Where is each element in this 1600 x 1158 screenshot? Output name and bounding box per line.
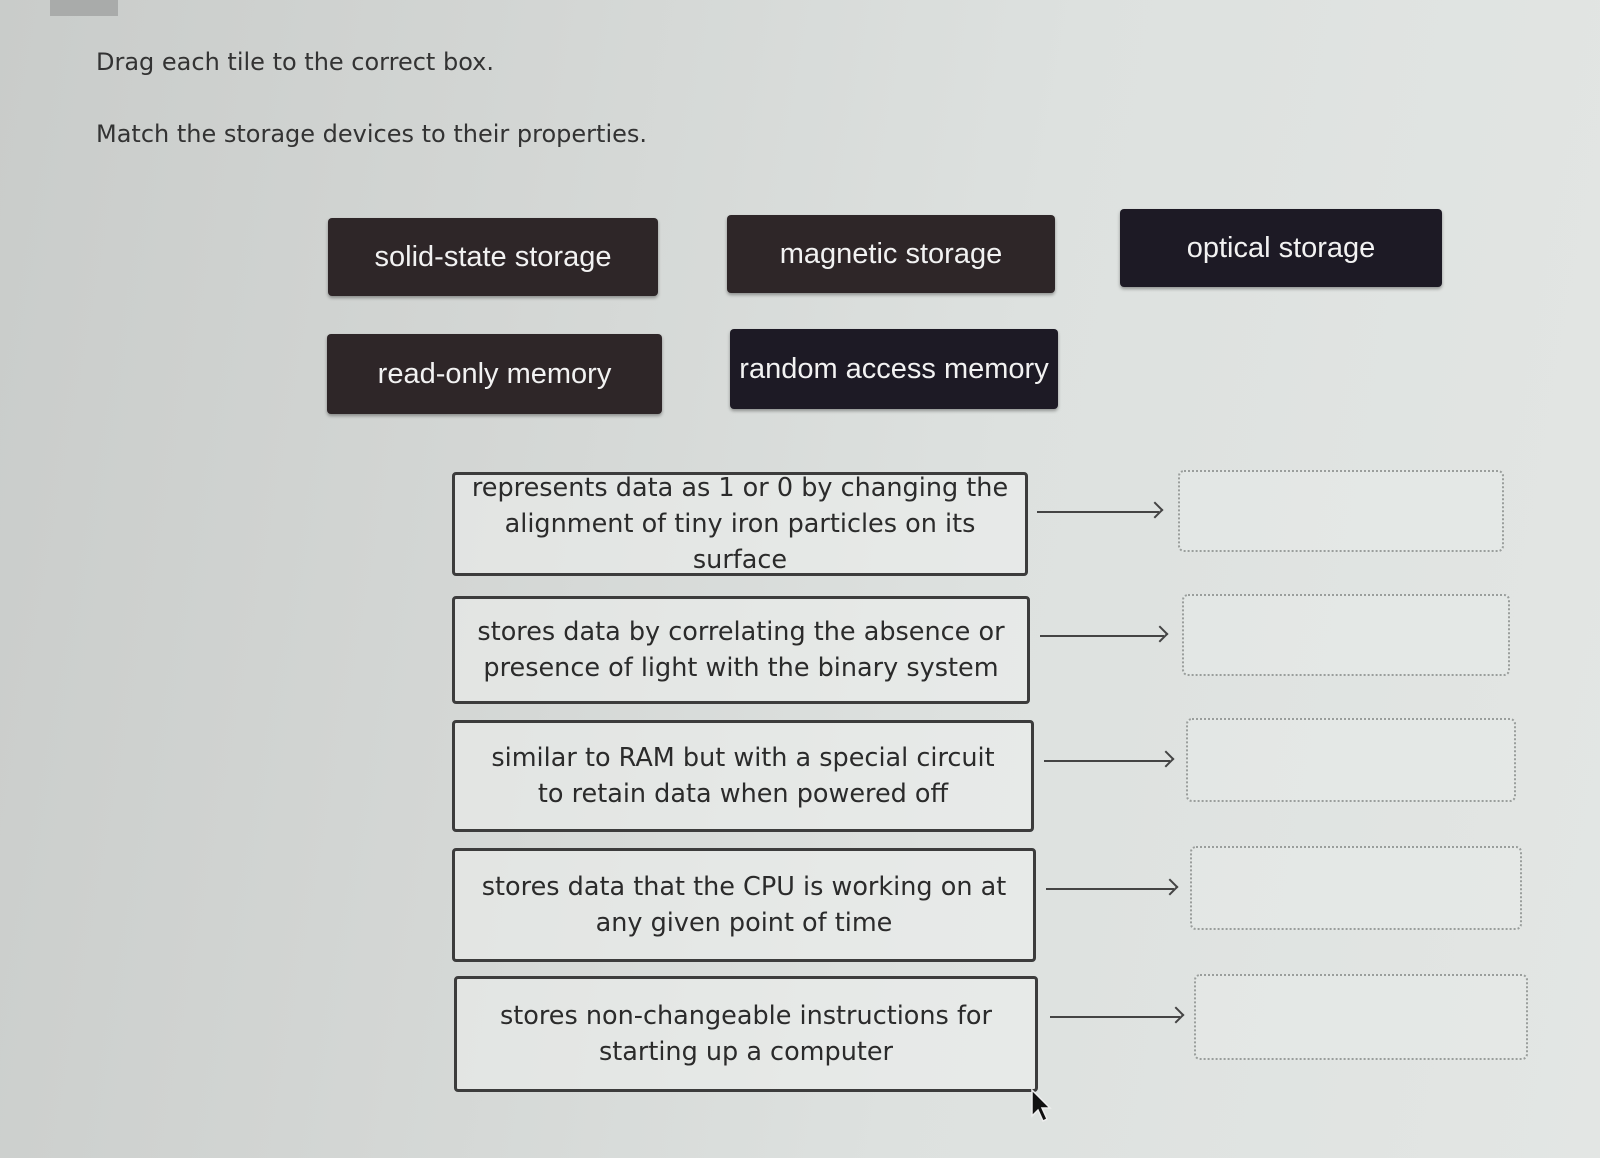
instruction-match: Match the storage devices to their prope… (96, 120, 648, 148)
right-arrow-icon (1046, 878, 1179, 896)
right-arrow-icon (1040, 625, 1169, 643)
tile-magnetic-storage[interactable]: magnetic storage (727, 215, 1055, 293)
property-box-1: represents data as 1 or 0 by changing th… (452, 472, 1028, 576)
mouse-pointer-icon (1030, 1088, 1054, 1124)
instruction-drag: Drag each tile to the correct box. (96, 48, 494, 76)
property-box-3: similar to RAM but with a special circui… (452, 720, 1034, 832)
property-box-5: stores non-changeable instructions for s… (454, 976, 1038, 1092)
property-text-line: to retain data when powered off (537, 779, 949, 809)
tile-random-access-memory[interactable]: random access memory (730, 329, 1058, 409)
drop-box-5[interactable] (1194, 974, 1528, 1060)
top-strip (50, 0, 118, 16)
property-text-line: stores data that the CPU is working on a… (481, 872, 1007, 902)
property-text-line: any given point of time (595, 908, 893, 938)
property-text-line: stores non-changeable instructions for (499, 1001, 993, 1031)
right-arrow-icon (1050, 1006, 1185, 1024)
drop-box-3[interactable] (1186, 718, 1516, 802)
drop-box-2[interactable] (1182, 594, 1510, 676)
property-box-4: stores data that the CPU is working on a… (452, 848, 1036, 962)
tile-solid-state-storage[interactable]: solid-state storage (328, 218, 658, 296)
drop-box-1[interactable] (1178, 470, 1504, 552)
property-text-line: similar to RAM but with a special circui… (491, 743, 995, 773)
property-text-line: presence of light with the binary system (483, 653, 999, 683)
tile-optical-storage[interactable]: optical storage (1120, 209, 1442, 287)
property-box-2: stores data by correlating the absence o… (452, 596, 1030, 704)
property-text-line: represents data as 1 or 0 by changing th… (471, 473, 1009, 503)
tile-read-only-memory[interactable]: read-only memory (327, 334, 662, 414)
property-text-line: stores data by correlating the absence o… (477, 617, 1005, 647)
property-text-line: starting up a computer (598, 1037, 894, 1067)
right-arrow-icon (1044, 750, 1175, 768)
right-arrow-icon (1037, 501, 1164, 519)
drop-box-4[interactable] (1190, 846, 1522, 930)
property-text-line: alignment of tiny iron particles on its … (504, 509, 976, 575)
